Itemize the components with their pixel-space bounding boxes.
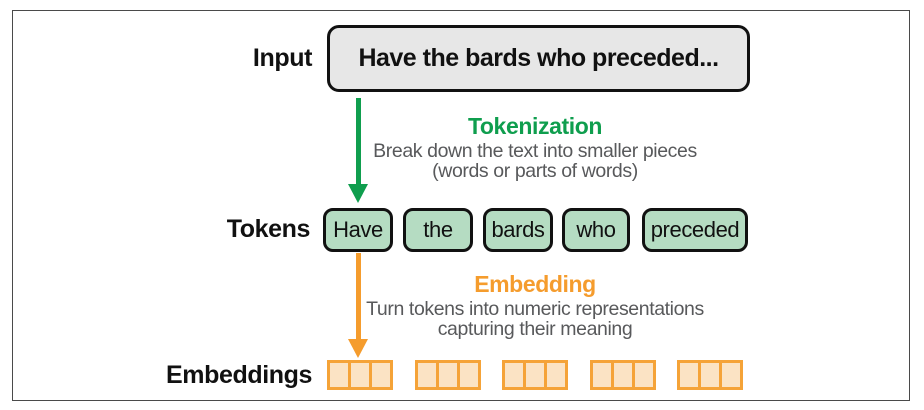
embedding-annotation: Embedding Turn tokens into numeric repre…: [340, 271, 730, 339]
embedding-cell: [593, 363, 611, 387]
input-text-box: Have the bards who preceded...: [327, 25, 750, 92]
embedding-cell: [505, 363, 523, 387]
embedding-cell: [544, 363, 565, 387]
embedding-cell: [418, 363, 436, 387]
embedding-vector-group: [502, 360, 568, 390]
embedding-cell: [369, 363, 390, 387]
embedding-cell: [523, 363, 544, 387]
embedding-cell: [457, 363, 478, 387]
tokens-row-label: Tokens: [226, 215, 311, 243]
embedding-arrow-head: [348, 339, 368, 358]
token-box: Have: [323, 208, 393, 252]
tokenization-arrow-head: [348, 184, 368, 203]
embedding-cell: [611, 363, 632, 387]
tokenization-title: Tokenization: [467, 113, 603, 139]
tokenization-arrow-shaft: [356, 98, 361, 186]
embedding-cell: [680, 363, 698, 387]
embedding-vector-group: [677, 360, 743, 390]
embedding-description-line-1: Turn tokens into numeric representations: [366, 298, 704, 320]
embedding-cell: [719, 363, 740, 387]
token-box: bards: [483, 208, 553, 252]
embedding-vector-group: [415, 360, 481, 390]
embeddings-row-label: Embeddings: [165, 361, 312, 389]
embedding-description-line-2: capturing their meaning: [437, 317, 633, 340]
tokenization-description-line-1: Break down the text into smaller pieces: [373, 140, 697, 162]
embedding-vector-group: [327, 360, 393, 390]
embedding-vector-group: [590, 360, 656, 390]
embedding-title: Embedding: [474, 271, 596, 297]
embedding-cell: [330, 363, 348, 387]
embedding-cell: [436, 363, 457, 387]
token-box: the: [403, 208, 473, 252]
token-box: who: [562, 208, 630, 252]
input-row-label: Input: [252, 44, 312, 72]
embedding-cell: [632, 363, 653, 387]
tokenization-description-line-2: (words or parts of words): [432, 159, 638, 182]
embedding-arrow-shaft: [356, 253, 361, 340]
embedding-cell: [348, 363, 369, 387]
token-box: preceded: [642, 208, 748, 252]
input-text: Have the bards who preceded...: [358, 44, 719, 72]
embedding-cell: [698, 363, 719, 387]
tokenization-annotation: Tokenization Break down the text into sm…: [340, 113, 730, 181]
